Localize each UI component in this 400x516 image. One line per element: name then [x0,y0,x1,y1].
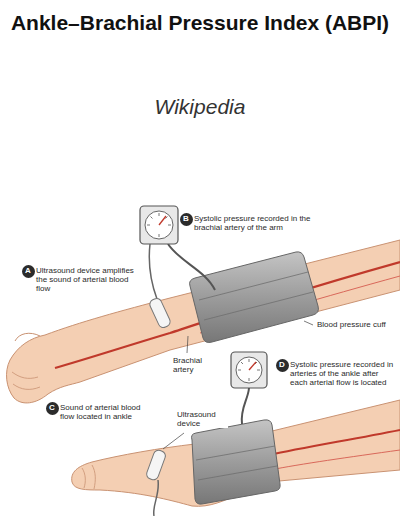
callout-letter: D [279,361,285,369]
gauge-case [140,206,178,244]
callout-letter: B [183,215,189,223]
probe-body [145,449,167,481]
pressure-gauge [231,352,267,388]
finger-line [12,372,38,378]
cuff-tube [168,244,215,290]
probe-cord [149,244,157,299]
source-caption: Wikipedia [0,94,400,119]
cuff-seam [196,446,275,460]
callout-letter: A [25,267,31,275]
toe-line [92,465,95,489]
ultrasound-probe [148,297,172,329]
callout-letter: C [49,404,55,412]
part-label: Ultrasound device [176,410,228,428]
probe-cord [154,480,159,516]
leader-line [304,321,313,325]
leg-artery [270,450,400,470]
gauge-dial [236,357,262,383]
arm-cuff [190,252,319,343]
cuff-seam [198,466,277,480]
cuff-body [192,420,281,504]
gauge-ticks [147,213,171,237]
leader-line [187,336,188,353]
ultrasound-probe [145,449,167,481]
callout-circle: B [180,213,193,226]
gauge-dial [145,211,173,239]
callout-text: Systolic pressure recorded in arteries o… [290,360,396,388]
diagram-title: Ankle–Brachial Pressure Index (ABPI) [10,10,390,36]
part-label: Brachial artery [172,356,214,374]
finger-line [13,384,40,389]
callout-circle: D [276,359,289,372]
gauge-case [231,352,267,388]
gauge-needle [249,362,256,370]
cuff-tube [242,388,249,424]
part-label: Blood pressure cuff [316,320,398,329]
probe-body [148,297,172,329]
arm [7,240,400,403]
cuff-body [190,252,319,343]
callout-text: Systolic pressure recorded in the brachi… [194,214,312,232]
gauge-needle [159,216,166,225]
callout-circle: C [46,402,59,415]
gauge-ticks [238,359,260,381]
leader-line [163,433,184,449]
arm-skin [7,240,400,403]
cuff-seam [199,272,308,300]
callout-text: Sound of arterial blood flow located in … [60,403,156,421]
callout-text: Ultrasound device amplifies the sound of… [36,266,140,294]
leg-artery [270,430,400,455]
cuff-seam [204,292,313,320]
callout-circle: A [22,265,35,278]
pressure-gauge [140,206,178,244]
thumb-line [15,333,40,341]
ankle-cuff [192,420,281,504]
toe-line [82,468,85,488]
